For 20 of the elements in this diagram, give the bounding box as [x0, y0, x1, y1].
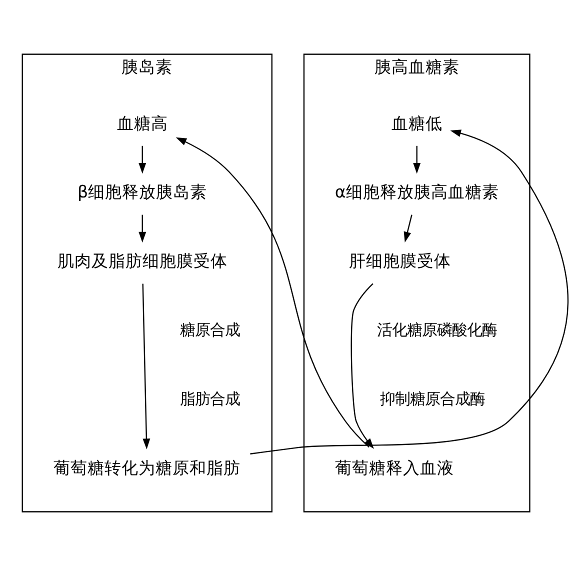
- node-text: 血糖高: [116, 113, 168, 132]
- arrow: [176, 136, 370, 448]
- arrow: [413, 145, 421, 174]
- label: 糖原合成: [180, 320, 240, 339]
- arrow: [404, 214, 412, 242]
- arrow: [350, 282, 374, 448]
- node-text: 血糖低: [391, 113, 442, 132]
- label: 脂肪合成: [180, 390, 240, 408]
- node-text: β细胞释放胰岛素: [78, 182, 208, 202]
- node-text: 葡萄糖释入血液: [334, 458, 454, 477]
- node-text: α细胞释放胰高血糖素: [334, 182, 499, 202]
- label: 活化糖原磷酸化酶: [377, 320, 498, 339]
- label: 抑制糖原合成酶: [380, 390, 485, 408]
- node-text: 葡萄糖转化为糖原和脂肪: [54, 458, 241, 477]
- node-text: 肌肉及脂肪细胞膜受体: [57, 251, 228, 270]
- arrow: [138, 145, 146, 174]
- arrow: [142, 283, 150, 449]
- node-text: 肝细胞膜受体: [349, 251, 452, 270]
- arrow: [138, 214, 146, 242]
- arrow: [250, 129, 568, 454]
